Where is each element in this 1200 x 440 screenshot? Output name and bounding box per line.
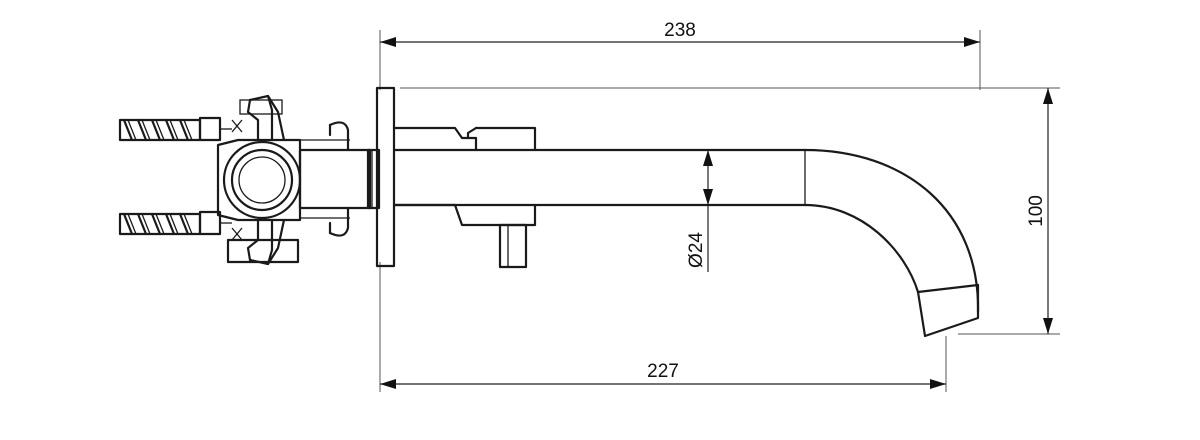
- dimension-top-length-label: 238: [664, 20, 696, 41]
- dimension-bottom-length-label: 227: [647, 361, 679, 382]
- dimension-pipe-diameter-label: Ø24: [686, 232, 707, 268]
- wall-anchor-top: [118, 116, 232, 142]
- rough-in-cross: [216, 94, 302, 266]
- lever-handle: [392, 126, 537, 269]
- valve-body: [298, 121, 372, 237]
- dimension-top-length: 238: [379, 20, 981, 90]
- spout: [393, 148, 980, 338]
- wall-flange: [366, 86, 396, 268]
- dimension-pipe-diameter: Ø24: [686, 150, 713, 272]
- dimension-height-label: 100: [1026, 195, 1047, 227]
- wall-anchor-bottom: [118, 210, 232, 236]
- dimension-bottom-length: 227: [379, 262, 947, 392]
- dimension-height: 100: [400, 87, 1060, 335]
